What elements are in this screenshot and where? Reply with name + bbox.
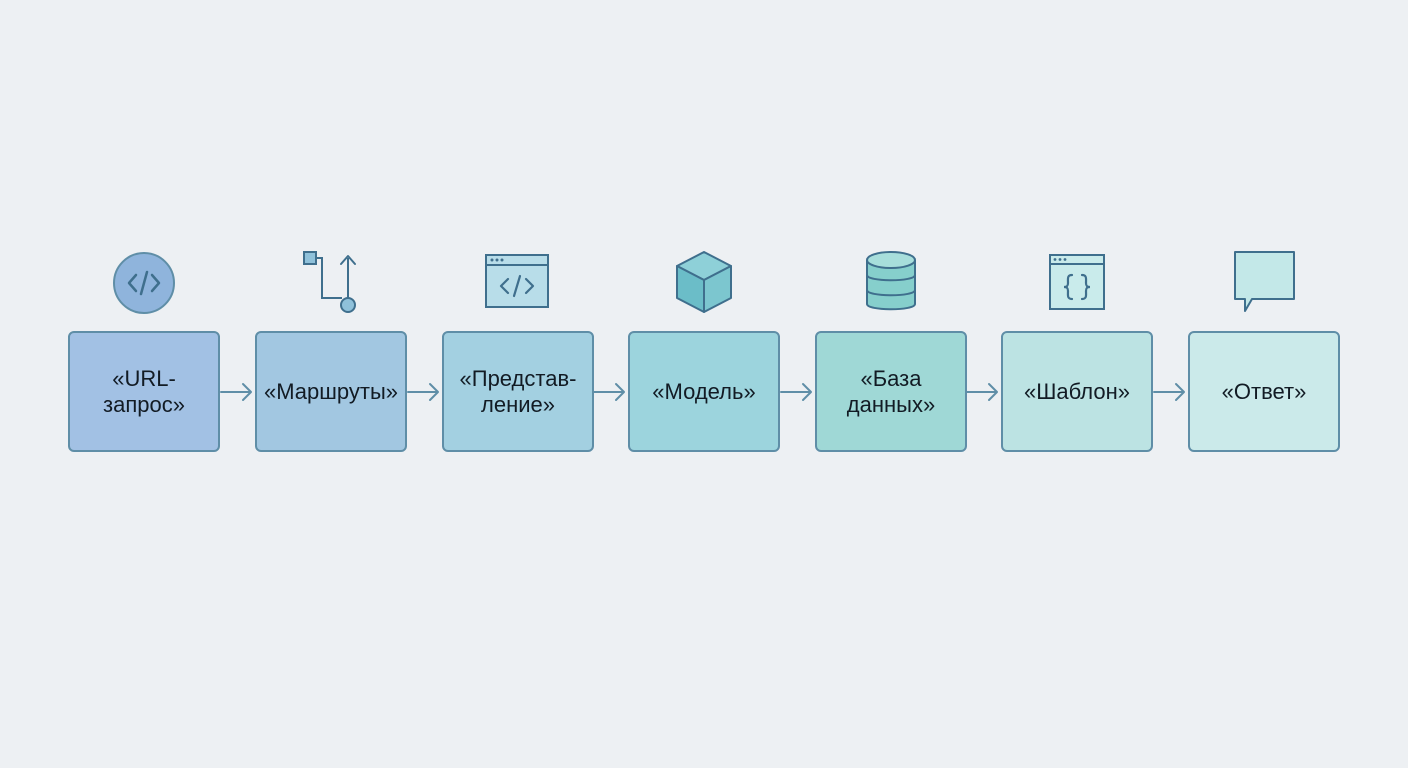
step-box-model: «Модель» (628, 331, 780, 452)
template-braces-icon (1042, 248, 1112, 318)
code-circle-icon (109, 248, 179, 318)
arrow-icon (219, 378, 255, 406)
arrow-icon (592, 378, 628, 406)
step-box-view: «Представ- ление» (442, 331, 594, 452)
step-box-database: «База данных» (815, 331, 967, 452)
arrow-icon (965, 378, 1001, 406)
step-box-template: «Шаблон» (1001, 331, 1153, 452)
cube-icon (669, 248, 739, 318)
step-box-routes: «Маршруты» (255, 331, 407, 452)
speech-bubble-icon (1229, 248, 1299, 318)
arrow-icon (1152, 378, 1188, 406)
database-icon (856, 248, 926, 318)
step-box-response: «Ответ» (1188, 331, 1340, 452)
step-box-url-request: «URL- запрос» (68, 331, 220, 452)
route-branch-icon (296, 248, 366, 318)
code-window-icon (483, 248, 553, 318)
arrow-icon (406, 378, 442, 406)
arrow-icon (779, 378, 815, 406)
